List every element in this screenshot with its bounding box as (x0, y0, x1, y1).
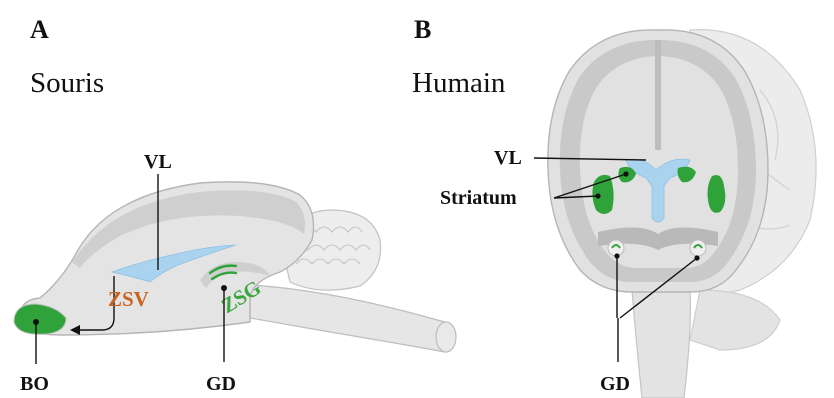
human-brainstem (632, 290, 690, 398)
label-gd-human: GD (600, 373, 630, 395)
panel-a: A Souris VL ZSV (14, 15, 456, 395)
human-cerebellum (690, 290, 780, 350)
panel-b-species-label: Humain (412, 67, 506, 99)
human-brain-drawing (548, 30, 816, 398)
panel-b: B Humain (412, 15, 816, 398)
label-zsv: ZSV (108, 287, 149, 311)
label-bo: BO (20, 373, 49, 395)
mouse-brainstem (250, 285, 445, 352)
dot-striatum-outer (595, 193, 600, 198)
mouse-brain-drawing (14, 182, 456, 352)
human-hippocampus-right (690, 240, 706, 256)
label-striatum: Striatum (440, 187, 517, 209)
label-vl-mouse: VL (144, 151, 172, 173)
label-gd-mouse: GD (206, 373, 236, 395)
human-striatum-left (592, 175, 613, 214)
dot-striatum-inner (623, 171, 628, 176)
human-striatum-right (708, 175, 726, 213)
panel-b-letter: B (414, 15, 431, 44)
mouse-spinal-cord-end (436, 322, 456, 352)
panel-a-species-label: Souris (30, 67, 104, 99)
label-vl-human: VL (494, 147, 522, 169)
panel-a-letter: A (30, 15, 49, 44)
